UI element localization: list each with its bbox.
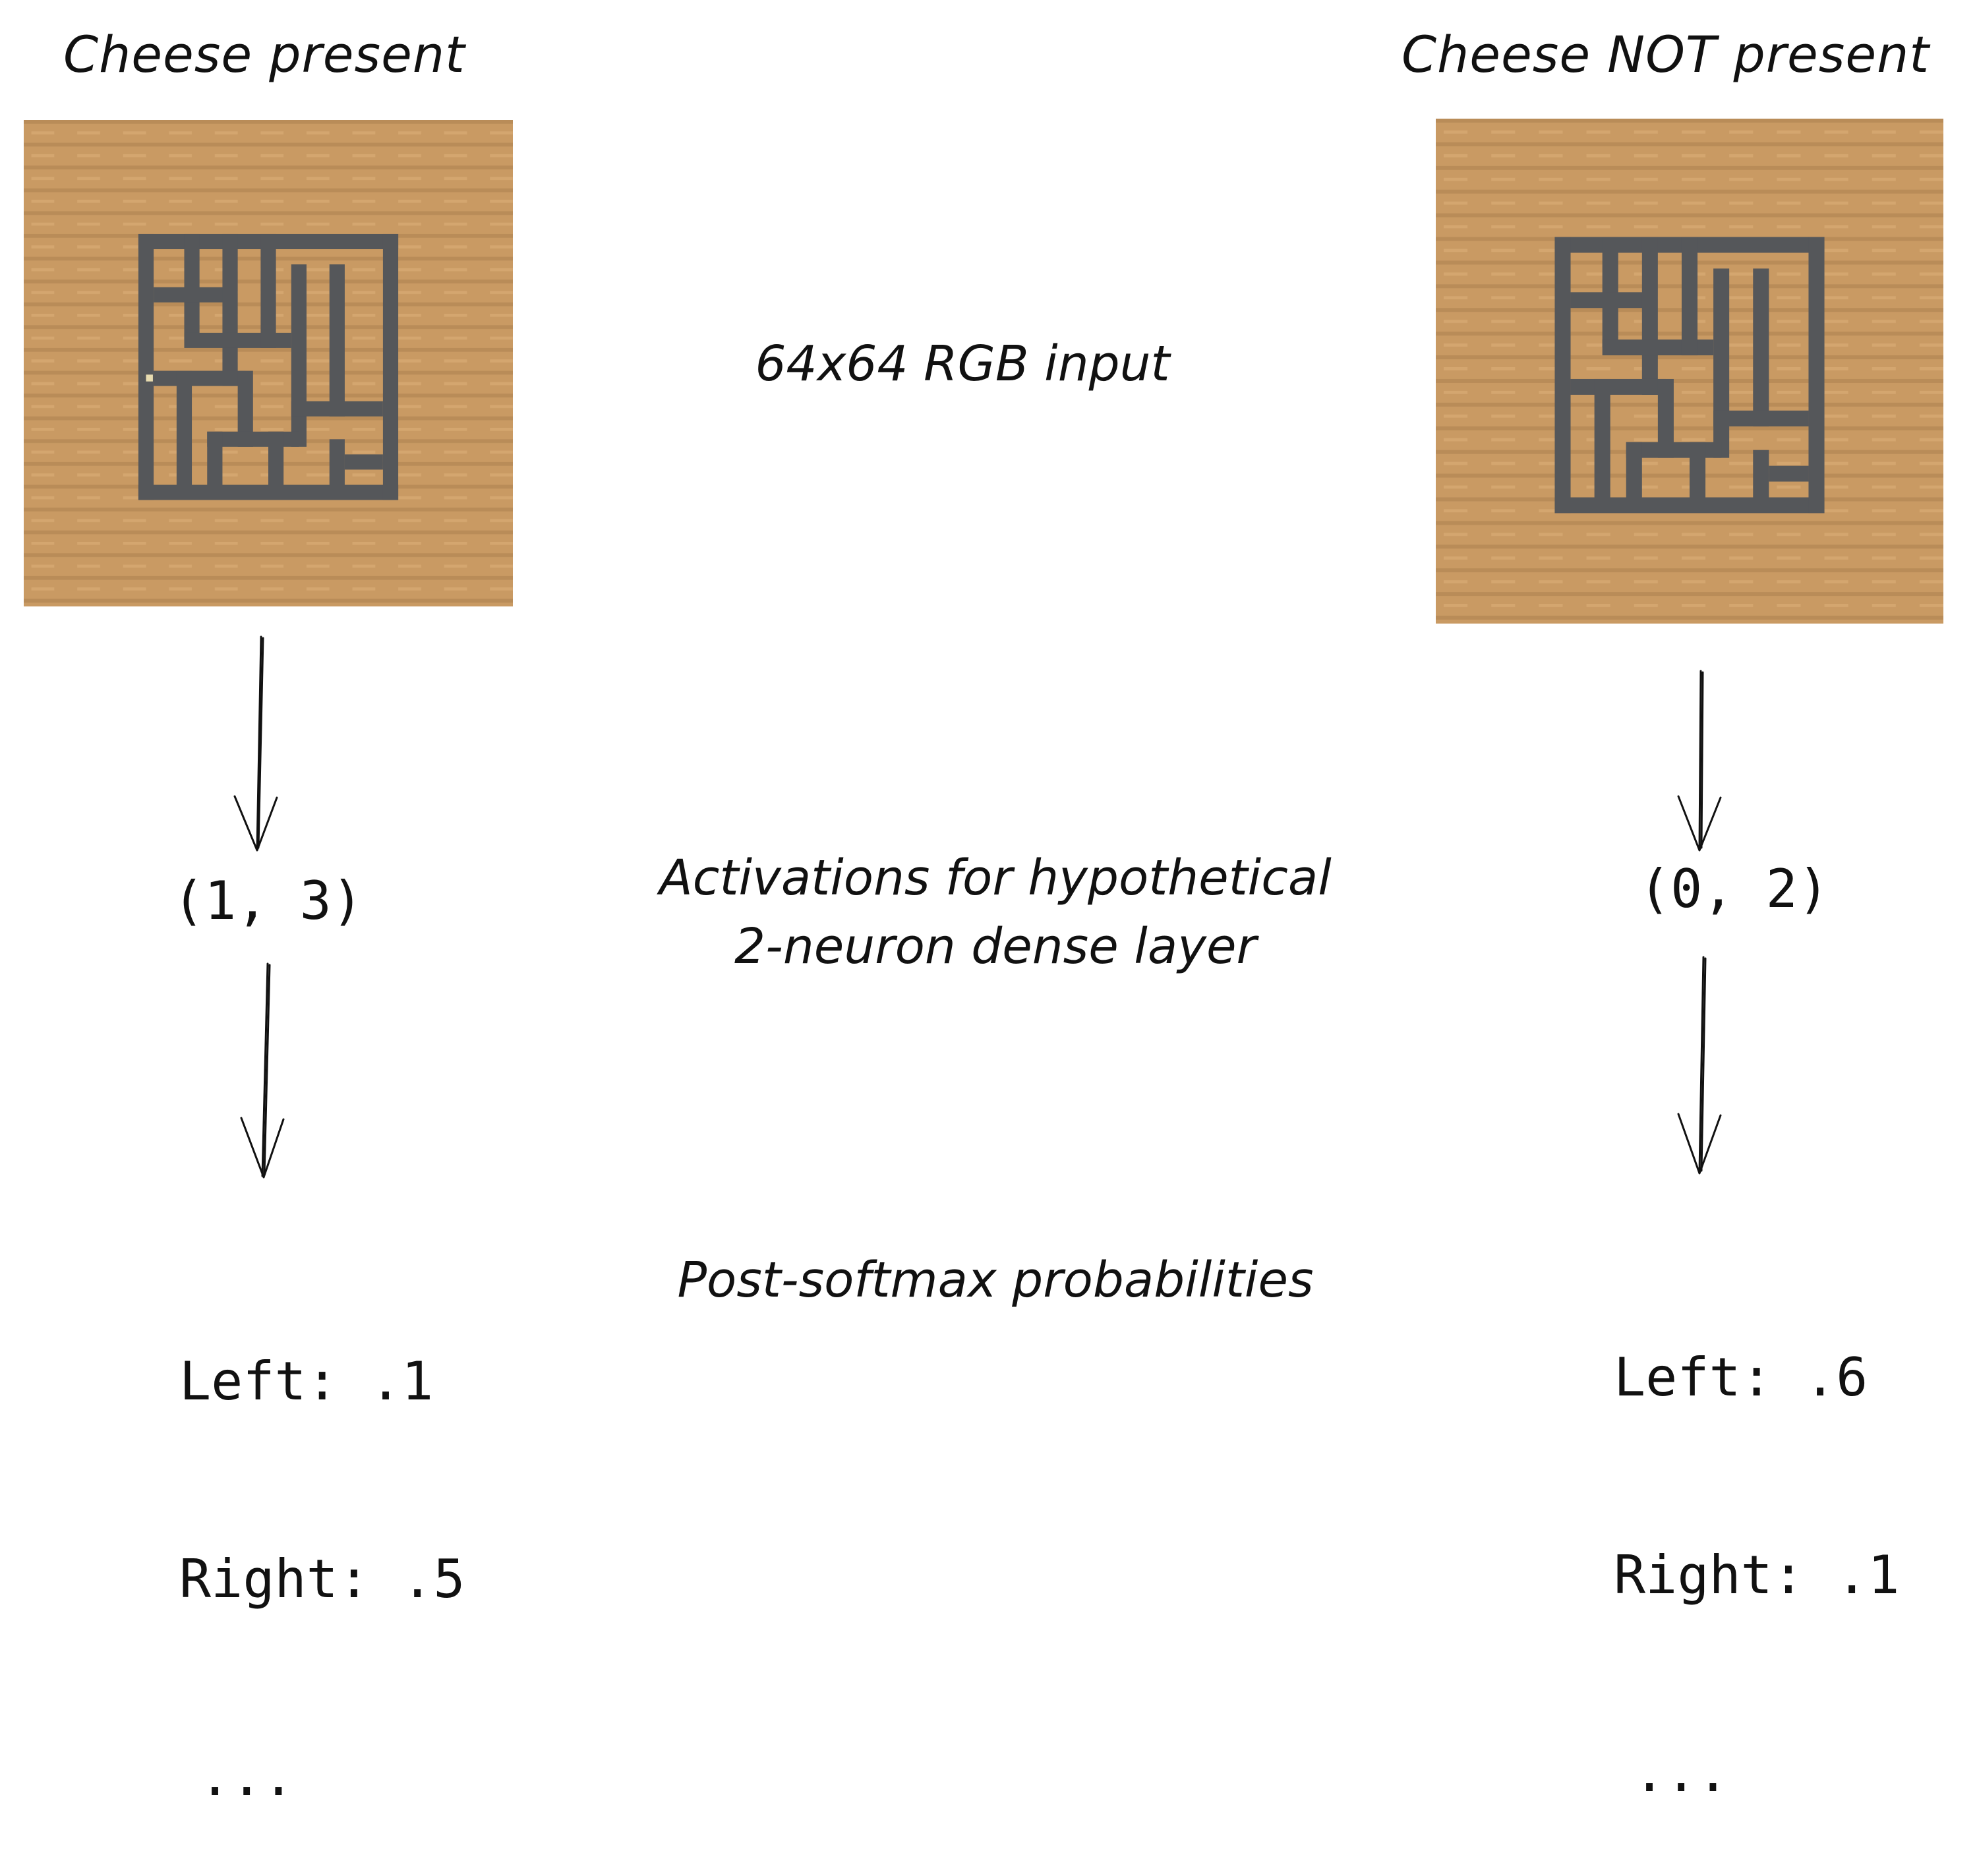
maze-image-cheese-not-present: [1436, 119, 1943, 624]
maze-corridors: [1554, 237, 1825, 513]
left-arrow-activations-to-probabilities: [240, 962, 285, 1179]
left-arrow-image-to-activations: [233, 635, 278, 852]
maze-corridors: [138, 233, 399, 500]
probabilities-label: Post-softmax probabilities: [677, 1252, 1314, 1308]
activations-label-line2: 2-neuron dense layer: [734, 918, 1256, 975]
right-prob-row-left: Left: .6: [1614, 1347, 1868, 1408]
left-activations: (1, 3): [173, 870, 363, 931]
right-prob-row-right: Right: .1: [1614, 1544, 1900, 1606]
activations-label-line1: Activations for hypothetical: [659, 850, 1332, 906]
maze-graphic: [24, 120, 513, 606]
cheese-marker: [146, 374, 153, 382]
left-prob-row-left: Left: .1: [179, 1351, 434, 1412]
maze-graphic: [1436, 119, 1943, 624]
left-prob-row-right: Right: .5: [179, 1548, 465, 1610]
right-prob-ellipsis: ...: [1634, 1742, 1729, 1803]
activations-label: Activations for hypothetical 2-neuron de…: [606, 844, 1384, 981]
right-arrow-activations-to-probabilities: [1677, 956, 1722, 1175]
left-prob-ellipsis: ...: [199, 1746, 295, 1807]
left-panel-title: Cheese present: [63, 25, 465, 84]
right-activations: (0, 2): [1639, 858, 1829, 920]
right-probabilities: Left: .6 Right: .1 ...: [1614, 1213, 1899, 1872]
input-label: 64x64 RGB input: [755, 336, 1170, 392]
right-arrow-image-to-activations: [1677, 670, 1722, 852]
left-probabilities: Left: .1 Right: .5 ...: [179, 1217, 465, 1876]
maze-image-cheese-present: [24, 120, 513, 606]
right-panel-title: Cheese NOT present: [1402, 25, 1930, 84]
